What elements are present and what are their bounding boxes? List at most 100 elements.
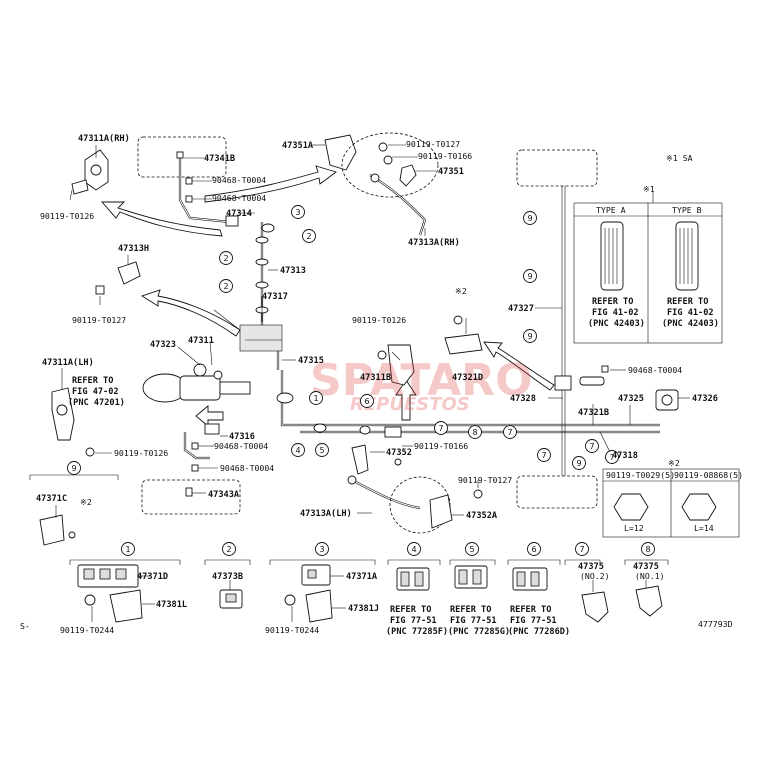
label-47315: 47315 xyxy=(298,356,324,366)
refer-d-3: (PNC 77285F) xyxy=(386,627,448,637)
bottom-row xyxy=(29,474,669,623)
arrow-to-47321d xyxy=(483,341,555,391)
callout-1: 1 xyxy=(313,394,318,403)
label-47321b: 47321B xyxy=(578,408,609,418)
label-90119-t0244-b: 90119-T0244 xyxy=(265,625,319,635)
callout-6: 6 xyxy=(531,545,536,554)
label-47328: 47328 xyxy=(510,394,536,404)
callout-3: 3 xyxy=(319,545,324,554)
label-90119-t0166-b: 90119-T0166 xyxy=(414,441,468,451)
label-47381l: 47381L xyxy=(156,600,187,610)
label-47351: 47351 xyxy=(438,167,464,177)
callout-9: 9 xyxy=(71,464,76,473)
label-90119-t0126-c: 90119-T0126 xyxy=(114,448,168,458)
arrow-to-47313h xyxy=(140,289,241,337)
label-47375-a-sub: (NO.2) xyxy=(580,571,610,581)
label-90468-t0004-d: 90468-T0004 xyxy=(214,441,268,451)
refer-f-1: REFER TO xyxy=(510,605,551,615)
label-47373b: 47373B xyxy=(212,572,243,582)
note-1: ※1 xyxy=(643,184,655,194)
bolt-b-label: 90119-08868(5) xyxy=(674,470,743,480)
refer-c-1: REFER TO xyxy=(72,376,113,386)
label-47317: 47317 xyxy=(262,292,288,302)
callout-9: 9 xyxy=(527,214,532,223)
callout-5: 5 xyxy=(469,545,474,554)
callout-9: 9 xyxy=(527,332,532,341)
refer-c-2: FIG 47-02 xyxy=(72,387,119,397)
refer-a-2: FIG 41-02 xyxy=(592,308,639,318)
callout-7: 7 xyxy=(579,545,584,554)
bolt-a-label: 90119-T0029(5) xyxy=(606,470,675,480)
ref-box-right-top xyxy=(516,149,598,187)
callout-8: 8 xyxy=(472,428,477,437)
callout-7: 7 xyxy=(541,451,546,460)
type-a-label: TYPE A xyxy=(596,205,626,215)
length-b: L=14 xyxy=(694,523,714,533)
callout-4: 4 xyxy=(411,545,416,554)
label-47375-b-sub: (NO.1) xyxy=(635,571,665,581)
bolt-table xyxy=(602,468,740,538)
label-47351a: 47351A xyxy=(282,141,314,151)
arrow-to-47311b xyxy=(395,379,417,421)
label-47343a: 47343A xyxy=(208,490,240,500)
callout-7: 7 xyxy=(438,424,443,433)
label-47327: 47327 xyxy=(508,304,534,314)
callout-8: 8 xyxy=(645,545,650,554)
refer-a-1: REFER TO xyxy=(592,297,633,307)
label-47325: 47325 xyxy=(618,394,644,404)
label-47313: 47313 xyxy=(280,266,306,276)
callout-2: 2 xyxy=(306,232,311,241)
callout-9: 9 xyxy=(576,459,581,468)
label-47375-a: 47375 xyxy=(578,562,604,572)
brake-lines xyxy=(178,156,660,510)
callout-9: 9 xyxy=(527,272,532,281)
callout-7: 7 xyxy=(507,428,512,437)
type-b-label: TYPE B xyxy=(672,205,702,215)
label-47352a: 47352A xyxy=(466,511,498,521)
type-table xyxy=(573,192,723,344)
callout-6: 6 xyxy=(364,397,369,406)
label-47323: 47323 xyxy=(150,340,176,350)
arrow-to-lh-hose xyxy=(195,405,224,427)
note-2a: ※2 xyxy=(455,286,467,296)
leader-lines xyxy=(55,144,690,622)
callout-7: 7 xyxy=(589,442,594,451)
length-a: L=12 xyxy=(624,523,644,533)
label-47314: 47314 xyxy=(226,209,252,219)
arrow-to-rh-caliper xyxy=(101,201,223,237)
callout-7: 7 xyxy=(609,453,614,462)
refer-b-2: FIG 41-02 xyxy=(667,308,714,318)
label-90119-t0127-b: 90119-T0127 xyxy=(72,315,126,325)
callout-1: 1 xyxy=(125,545,130,554)
callout-3: 3 xyxy=(295,208,300,217)
watermark-line2: REPUESTOS xyxy=(350,394,470,415)
note-2c: ※2 xyxy=(668,458,680,468)
arrow-to-rear-rh xyxy=(204,165,337,203)
label-47318: 47318 xyxy=(612,451,638,461)
callout-2: 2 xyxy=(226,545,231,554)
callout-5: 5 xyxy=(319,446,324,455)
diagram-id: 477793D xyxy=(698,619,733,629)
label-47352: 47352 xyxy=(386,448,412,458)
note-2b: ※2 xyxy=(80,497,92,507)
callout-4: 4 xyxy=(295,446,300,455)
refer-b-3: (PNC 42403) xyxy=(662,319,719,329)
label-90119-t0166-a: 90119-T0166 xyxy=(418,151,472,161)
part-labels: 47311A(RH) 47341B 90468-T0004 90468-T000… xyxy=(20,134,743,637)
label-47313a-rh: 47313A(RH) xyxy=(408,238,460,248)
refer-e-2: FIG 77-51 xyxy=(450,616,497,626)
refer-c-3: (PNC 47201) xyxy=(68,398,125,408)
refer-f-3: (PNC 77286D) xyxy=(508,627,570,637)
label-90119-t0127-a: 90119-T0127 xyxy=(406,139,460,149)
label-90468-t0004-e: 90468-T0004 xyxy=(220,463,274,473)
label-47371d: 47371D xyxy=(137,572,168,582)
ref-box-top-left xyxy=(137,136,227,178)
label-47311: 47311 xyxy=(188,336,214,346)
refer-a-3: (PNC 42403) xyxy=(588,319,645,329)
callout-2: 2 xyxy=(223,282,228,291)
refer-e-1: REFER TO xyxy=(450,605,491,615)
corner-label: S- xyxy=(20,621,30,631)
refer-e-3: (PNC 77285G) xyxy=(448,627,510,637)
label-90119-t0244-a: 90119-T0244 xyxy=(60,625,114,635)
